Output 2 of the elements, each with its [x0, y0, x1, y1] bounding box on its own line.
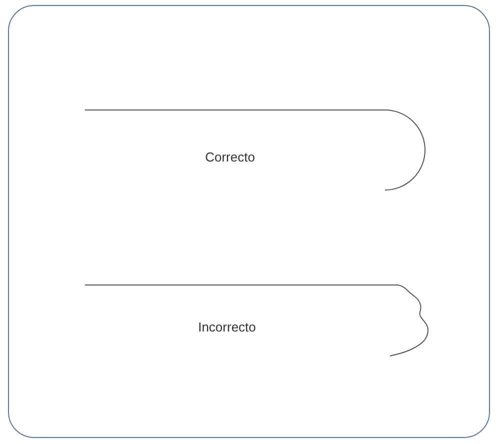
caption-text: Incorrecto — [198, 320, 256, 334]
caption-text: Correcto — [205, 150, 255, 164]
